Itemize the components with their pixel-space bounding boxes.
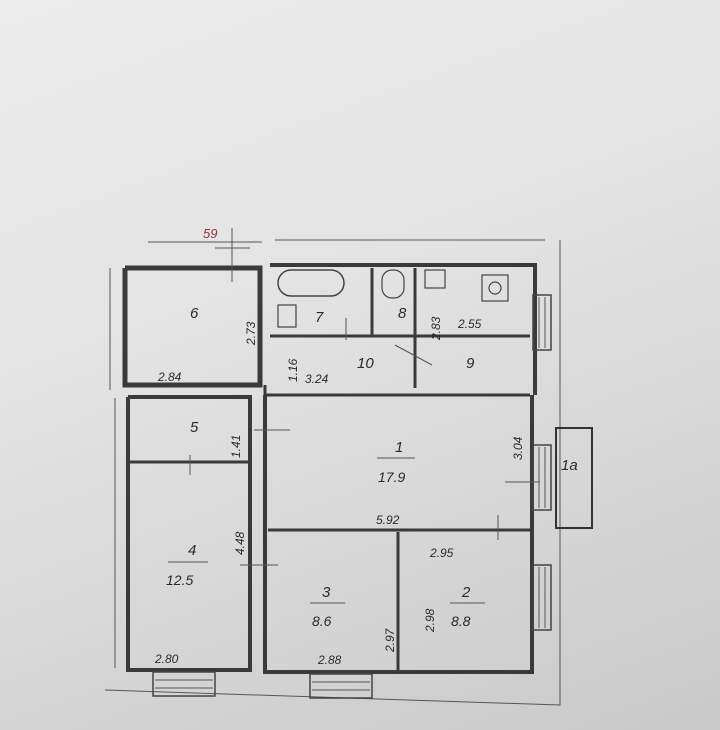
room-1-dim-bottom: 5.92 — [376, 513, 400, 527]
room-9-dim-side: 2.83 — [429, 316, 443, 341]
room-6-dim-side: 2.73 — [244, 321, 258, 346]
room-10-dim-bottom: 3.24 — [305, 372, 329, 386]
bathtub-icon — [277, 269, 345, 297]
room-1a-number: 1a — [561, 457, 578, 474]
stove-icon — [481, 274, 509, 302]
room-1-area: 17.9 — [378, 469, 405, 485]
room-1-dim-side: 3.04 — [511, 436, 525, 460]
room-9-dim-top: 2.55 — [457, 317, 482, 331]
room-10-number: 10 — [357, 355, 374, 372]
marker-label: 59 — [203, 226, 217, 241]
room-1-number: 1 — [395, 439, 403, 456]
room-4-area: 12.5 — [166, 572, 193, 588]
room-5-dim-side: 1.41 — [229, 435, 243, 458]
room-3-area: 8.6 — [312, 613, 332, 629]
room-5-number: 5 — [190, 419, 199, 436]
room-2-dim-side: 2.98 — [423, 608, 437, 633]
room-3-number: 3 — [322, 584, 331, 601]
room-8-number: 8 — [398, 305, 407, 322]
kitchen-sink-icon — [424, 269, 446, 289]
outer-walls — [104, 228, 593, 706]
sink-icon — [277, 304, 297, 328]
room-3-dim-side: 2.97 — [383, 627, 397, 653]
room-7-number: 7 — [315, 309, 324, 326]
room-4-number: 4 — [188, 542, 196, 559]
room-2-area: 8.8 — [451, 613, 471, 629]
room-2-dim-top: 2.95 — [429, 546, 454, 560]
door-marks — [189, 318, 540, 566]
room-6-number: 6 — [190, 305, 199, 322]
bathroom-fixtures — [277, 269, 509, 328]
labels: 59 6 2.73 2.84 7 8 9 2.83 2.55 10 1.16 3… — [154, 226, 578, 667]
toilet-icon — [381, 269, 405, 299]
room-4-dim-side: 4.48 — [233, 531, 247, 555]
room-3-dim-bottom: 2.88 — [317, 653, 342, 667]
room-4-dim-bottom: 2.80 — [154, 652, 179, 666]
room-10-dim-side: 1.16 — [286, 358, 300, 382]
room-9-number: 9 — [466, 355, 475, 372]
room-2-number: 2 — [461, 584, 471, 601]
room-6-dim-bottom: 2.84 — [157, 370, 182, 384]
